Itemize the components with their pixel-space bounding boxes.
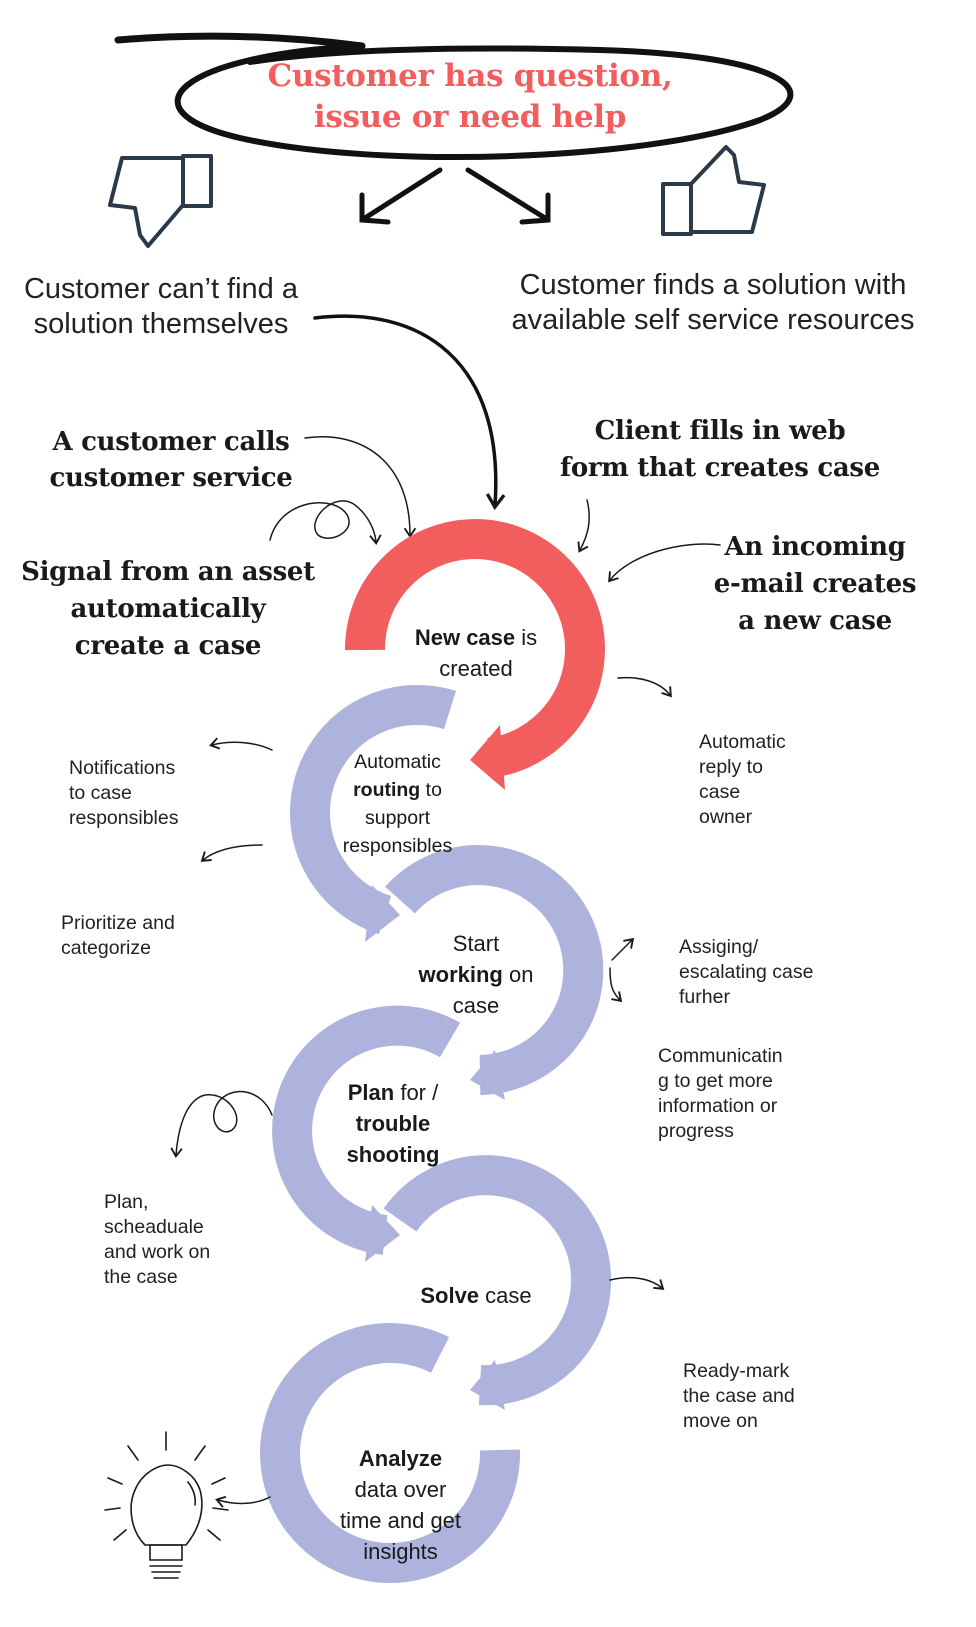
note-assigning-line: furher — [679, 986, 730, 1008]
step-analyze-line4: insights — [363, 1539, 438, 1564]
channel-email-line2: e-mail creates — [713, 569, 917, 599]
step-working: Start working on case — [401, 928, 551, 1021]
new-case-ring-arrowhead — [470, 725, 505, 790]
note-communicating-line: Communicatin — [658, 1045, 783, 1067]
step-analyze-bold: Analyze — [358, 1446, 443, 1471]
channel-email: An incoming e-mail creates a new case — [695, 529, 935, 640]
step-routing-line3: support — [364, 807, 431, 829]
step-routing: Automatic routing to support responsible… — [320, 748, 475, 860]
lightbulb-icon — [104, 1431, 229, 1579]
note-notifications-line: responsibles — [69, 807, 179, 829]
step-routing-line4: responsibles — [342, 835, 453, 857]
note-auto-reply-line: owner — [699, 806, 753, 828]
step-new-case-rest: is — [515, 625, 538, 650]
outcome-positive-line2: available self service resources — [511, 304, 915, 336]
channel-webform: Client fills in web form that creates ca… — [555, 413, 885, 487]
step-new-case-bold: New case — [414, 625, 516, 650]
channel-asset-line2: automatically — [70, 594, 266, 624]
note-plan-work: Plan, scheaduale and work on the case — [104, 1190, 264, 1290]
step-working-bold: working — [418, 962, 503, 987]
note-assigning: Assiging/ escalating case furher — [679, 935, 869, 1010]
step-solve-bold: Solve — [420, 1283, 480, 1308]
step-routing-bold: routing — [353, 779, 421, 801]
step-solve: Solve case — [396, 1280, 556, 1311]
step-solve-rest: case — [479, 1283, 532, 1308]
note-plan-work-line: scheaduale — [104, 1216, 204, 1238]
note-plan-work-line: the case — [104, 1266, 178, 1288]
step-new-case: New case is created — [396, 622, 556, 684]
note-notifications-line: to case — [69, 782, 132, 804]
step-working-line1: Start — [452, 931, 500, 956]
outcome-positive: Customer finds a solution with available… — [488, 268, 938, 338]
note-plan-work-line: and work on — [104, 1241, 211, 1263]
step-working-rest: on — [502, 962, 534, 987]
step-analyze: Analyze data over time and get insights — [318, 1443, 483, 1567]
note-ready-mark-line: Ready-mark — [683, 1360, 790, 1382]
outcome-negative: Customer can’t find a solution themselve… — [0, 272, 322, 342]
step-plan-rest: for / — [394, 1080, 439, 1105]
channel-phone-line1: A customer calls — [52, 427, 290, 457]
split-arrows — [359, 167, 551, 225]
channel-phone: A customer calls customer service — [40, 424, 302, 496]
main-flow-arrow — [313, 314, 506, 511]
step-routing-line1: Automatic — [354, 751, 441, 773]
step-new-case-line2: created — [439, 656, 513, 681]
note-ready-mark: Ready-mark the case and move on — [683, 1359, 843, 1434]
note-auto-reply-line: case — [699, 781, 741, 803]
step-plan-bold1: Plan — [347, 1080, 395, 1105]
step-analyze-line3: time and get — [339, 1508, 462, 1533]
outcome-negative-line1: Customer can’t find a — [23, 273, 298, 305]
step-plan: Plan for / trouble shooting — [318, 1077, 468, 1170]
channel-phone-line2: customer service — [49, 463, 293, 493]
note-communicating-line: information or — [658, 1095, 778, 1117]
note-prioritize-line: Prioritize and — [61, 912, 175, 934]
channel-asset-line1: Signal from an asset — [21, 557, 315, 587]
note-prioritize-line: categorize — [61, 937, 151, 959]
outcome-negative-line2: solution themselves — [33, 308, 289, 340]
note-assigning-line: Assiging/ — [679, 936, 759, 958]
note-notifications-line: Notifications — [69, 757, 176, 779]
step-analyze-line2: data over — [354, 1477, 447, 1502]
loop-arrowheads — [365, 885, 505, 1410]
new-case-ring — [344, 519, 605, 778]
note-assigning-line: escalating case — [679, 961, 814, 983]
note-prioritize: Prioritize and categorize — [61, 911, 241, 961]
process-loops — [260, 684, 612, 1583]
side-note-arrows — [170, 676, 672, 1508]
channel-webform-line1: Client fills in web — [594, 416, 846, 446]
step-working-line3: case — [452, 993, 500, 1018]
note-ready-mark-line: the case and — [683, 1385, 795, 1407]
note-ready-mark-line: move on — [683, 1410, 758, 1432]
note-communicating: Communicatin g to get more information o… — [658, 1044, 838, 1144]
header-ellipse — [114, 32, 794, 160]
thumbs-up-icon — [661, 145, 766, 236]
header-title: Customer has question, issue or need hel… — [210, 56, 730, 138]
channel-asset: Signal from an asset automatically creat… — [18, 554, 318, 665]
step-routing-rest: to — [420, 779, 442, 801]
channel-arrows — [269, 436, 721, 583]
note-notifications: Notifications to case responsibles — [69, 756, 249, 831]
outcome-positive-line1: Customer finds a solution with — [519, 269, 907, 301]
channel-email-line1: An incoming — [724, 532, 906, 562]
thumbs-down-icon — [108, 154, 213, 248]
channel-email-line3: a new case — [738, 606, 892, 636]
channel-asset-line3: create a case — [74, 631, 262, 661]
header-title-line2: issue or need help — [313, 99, 627, 135]
note-communicating-line: g to get more — [658, 1070, 773, 1092]
note-auto-reply: Automatic reply to case owner — [699, 730, 849, 830]
note-auto-reply-line: reply to — [699, 756, 763, 778]
step-plan-bold2: trouble — [355, 1111, 431, 1136]
note-communicating-line: progress — [658, 1120, 734, 1142]
step-plan-bold3: shooting — [346, 1142, 440, 1167]
header-title-line1: Customer has question, — [267, 58, 673, 94]
channel-webform-line2: form that creates case — [559, 453, 881, 483]
note-auto-reply-line: Automatic — [699, 731, 786, 753]
note-plan-work-line: Plan, — [104, 1191, 149, 1213]
